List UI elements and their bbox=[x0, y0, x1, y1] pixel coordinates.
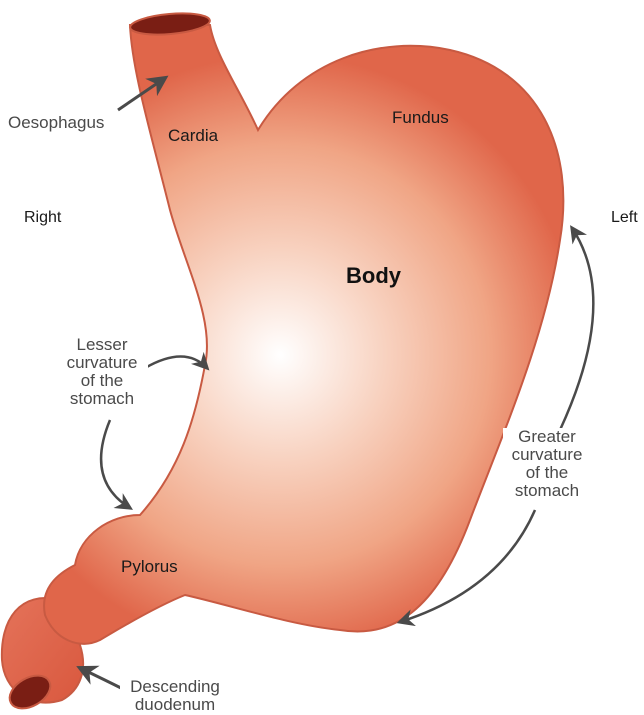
lesser-curvature-label: Lesser curvature of the stomach bbox=[56, 336, 148, 408]
left-label: Left bbox=[611, 208, 638, 228]
lesser-curvature-upper-arrow bbox=[145, 357, 207, 369]
greater-curvature-upper-arrow bbox=[560, 228, 593, 430]
greater-curvature-line-2: curvature bbox=[503, 446, 591, 464]
lesser-curvature-line-2: curvature bbox=[56, 354, 148, 372]
body-label: Body bbox=[346, 266, 401, 286]
pylorus-label: Pylorus bbox=[121, 557, 178, 577]
duodenum-arrow bbox=[80, 668, 125, 690]
duodenum-line-1: Descending bbox=[120, 678, 230, 696]
lesser-curvature-line-4: stomach bbox=[56, 390, 148, 408]
cardia-label: Cardia bbox=[168, 126, 218, 146]
lesser-curvature-line-3: of the bbox=[56, 372, 148, 390]
right-label: Right bbox=[24, 208, 61, 228]
greater-curvature-label: Greater curvature of the stomach bbox=[503, 428, 591, 500]
fundus-label: Fundus bbox=[392, 108, 449, 128]
greater-curvature-line-1: Greater bbox=[503, 428, 591, 446]
greater-curvature-line-4: stomach bbox=[503, 482, 591, 500]
descending-duodenum-label: Descending duodenum bbox=[120, 678, 230, 714]
duodenum-line-2: duodenum bbox=[120, 696, 230, 714]
oesophagus-label: Oesophagus bbox=[8, 114, 104, 132]
lesser-curvature-lower-arrow bbox=[101, 420, 130, 508]
lesser-curvature-line-1: Lesser bbox=[56, 336, 148, 354]
greater-curvature-line-3: of the bbox=[503, 464, 591, 482]
